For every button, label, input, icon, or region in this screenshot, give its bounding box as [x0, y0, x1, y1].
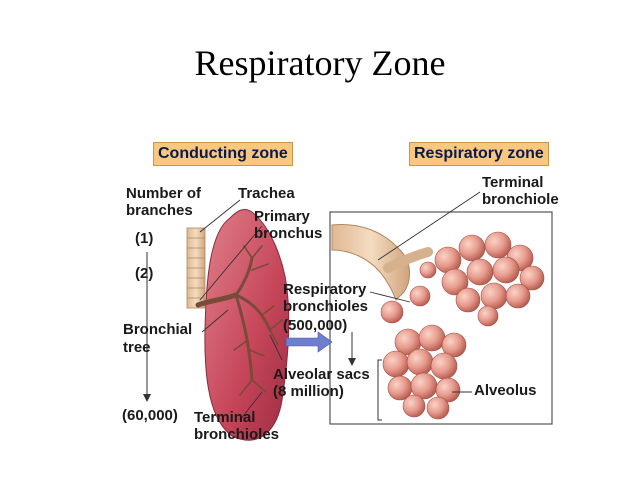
- terminal-bronchiole-label-2: bronchiole: [482, 191, 559, 208]
- respiratory-bronchioles-label-1: Respiratory: [283, 281, 367, 298]
- terminal-bronchioles-label-2: bronchioles: [194, 426, 280, 443]
- trachea-label: Trachea: [238, 185, 295, 202]
- respiratory-zone-label: Respiratory zone: [409, 142, 549, 166]
- slide-title: Respiratory Zone: [194, 43, 446, 83]
- alveolar-sac-upper: [434, 231, 545, 327]
- terminal-bronchiole-label-1: Terminal: [482, 174, 544, 191]
- bronchial-tree-shape: [195, 245, 283, 396]
- terminal-bronchiole-shape: [331, 223, 410, 301]
- conducting-zone-label: Conducting zone: [153, 142, 293, 166]
- terminal-bronchioles-label-1: Terminal: [194, 409, 256, 426]
- respiratory-bronchioles-label-2: bronchioles: [283, 298, 369, 315]
- number-of-label: Number of: [126, 185, 201, 202]
- leader-lines: [199, 191, 481, 421]
- tree-label: tree: [123, 339, 151, 356]
- magnify-arrow: [285, 331, 333, 353]
- respiratory-bracket: [377, 359, 382, 421]
- count-60000-label: (60,000): [122, 407, 178, 424]
- bronchus-label: bronchus: [254, 225, 323, 242]
- alveolar-sac-lower: [382, 324, 467, 420]
- lung-shape: [204, 209, 290, 441]
- alveolus-label: Alveolus: [474, 382, 537, 399]
- primary-label: Primary: [254, 208, 310, 225]
- eight-million-label: (8 million): [273, 383, 344, 400]
- branches-label: branches: [126, 202, 193, 219]
- count-1-label: (1): [135, 230, 154, 247]
- count-2-label: (2): [135, 265, 154, 282]
- bronchial-label: Bronchial: [123, 321, 193, 338]
- count-500000-label: (500,000): [283, 317, 348, 334]
- alveolar-sacs-label: Alveolar sacs: [273, 366, 370, 383]
